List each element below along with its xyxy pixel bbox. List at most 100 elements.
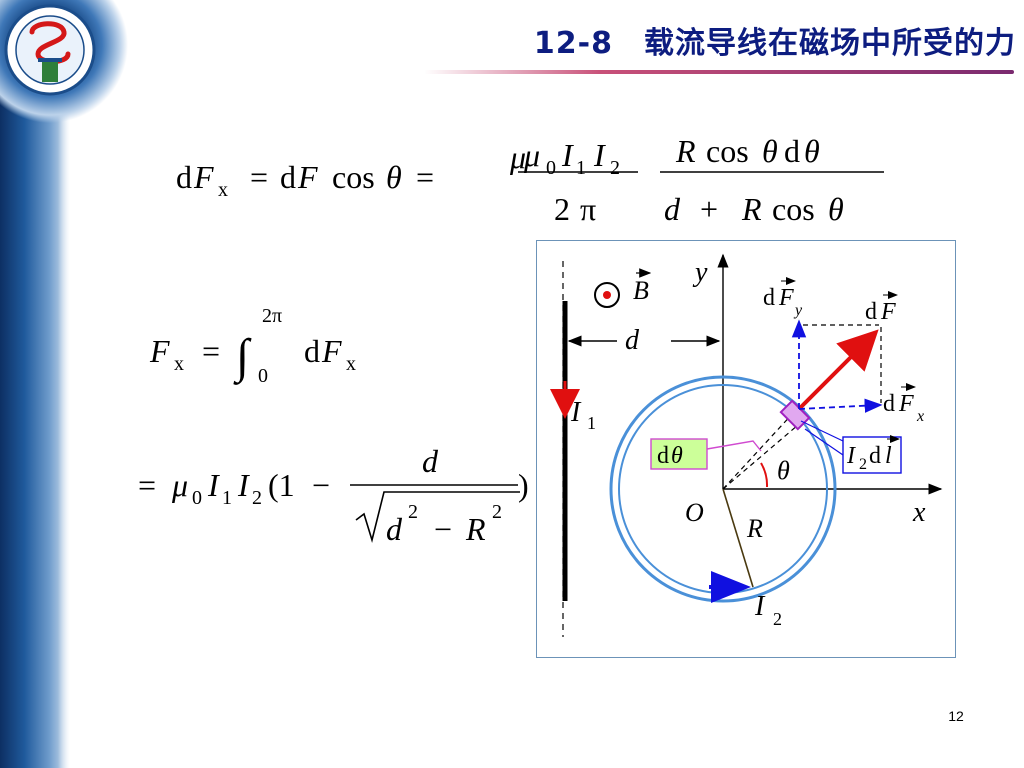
angle-ray-2 — [722, 418, 806, 490]
eq1-equals-2: = — [416, 159, 434, 195]
eq1-dF-d: d — [280, 159, 296, 195]
eq1-theta: θ — [386, 159, 402, 195]
equation-result: = μ 0 I 1 I 2 (1 − d d 2 − R 2 ) — [138, 443, 529, 547]
eq1-num-I1: I — [561, 137, 574, 173]
eq2-d: d — [304, 333, 320, 369]
eq1-den2-d: d — [664, 191, 681, 227]
dFy-F: F — [778, 285, 794, 311]
eq1-num-mu-sym: μ — [523, 137, 540, 173]
b-field-dot — [603, 291, 611, 299]
y-axis-label: y — [692, 257, 708, 288]
eq3-minus: − — [312, 467, 330, 503]
eq2-F: F — [149, 333, 170, 369]
dF-F: F — [880, 299, 896, 325]
Idl-l: l — [885, 443, 892, 469]
eq1-num2-R: R — [675, 133, 696, 169]
eq3-two: 2 — [252, 487, 262, 509]
eq3-open: (1 — [268, 467, 295, 503]
eq3-mu: μ — [171, 467, 188, 503]
slide-title: 12-8 载流导线在磁场中所受的力 — [533, 26, 1016, 61]
eq1-dF-F: F — [297, 159, 318, 195]
eq1-lhs-F: F — [193, 159, 214, 195]
I2-sub: 2 — [773, 609, 782, 629]
dFx-sub: x — [916, 408, 924, 425]
dtheta-pointer — [706, 440, 762, 452]
eq1-num2-cos: cos — [706, 133, 749, 169]
dFx-d: d — [883, 391, 895, 417]
eq1-den2-cos: cos — [772, 191, 815, 227]
eq1-num-2: 2 — [610, 157, 620, 179]
dtheta-label-box — [650, 438, 708, 470]
dF-force-arrow — [797, 329, 879, 411]
dFx-component-arrow — [798, 398, 883, 413]
eq1-den2-plus: + — [700, 191, 718, 227]
eq1-num2-theta: θ — [762, 133, 778, 169]
equation-dFx: d F x = d F cos θ = — [176, 159, 434, 201]
I2-label: I — [754, 591, 766, 622]
b-label: B — [633, 276, 649, 305]
theta-label: θ — [777, 456, 790, 485]
eq1-num-0: 0 — [546, 157, 556, 179]
eq1-num2-d: d — [784, 133, 800, 169]
eq2-integral: ∫ — [233, 330, 252, 385]
university-logo — [4, 4, 96, 96]
Idl-d: d — [869, 443, 881, 469]
eq3-zero: 0 — [192, 487, 202, 509]
dFy-d: d — [763, 285, 775, 311]
dFx-F: F — [898, 391, 914, 417]
x-axis-label: x — [912, 497, 926, 528]
eq3-num-d: d — [422, 443, 439, 479]
eq3-den-minus: − — [434, 511, 452, 547]
title-underline — [424, 70, 1014, 74]
eq1-equals-1: = — [250, 159, 268, 195]
eq1-num2-theta2: θ — [804, 133, 820, 169]
dF-d: d — [865, 299, 877, 325]
equation-Fx: F x = ∫ 2π 0 d F x — [149, 305, 356, 387]
b-field-symbol — [594, 282, 620, 308]
eq1-num-mu: μ — [509, 139, 526, 175]
eq3-I2: I — [237, 467, 250, 503]
eq3-equals: = — [138, 467, 156, 503]
page-number: 12 — [948, 708, 964, 724]
dtheta-theta: θ — [671, 443, 683, 469]
theta-arc — [760, 462, 769, 488]
Idl-pointer-1 — [800, 420, 844, 442]
eq1-den2-theta: θ — [828, 191, 844, 227]
left-gradient-band — [0, 0, 70, 768]
dFy-sub: y — [793, 302, 803, 319]
I1-label: I — [570, 397, 582, 428]
eq1-fraction-1: μ — [509, 139, 526, 175]
eq2-lower: 0 — [258, 365, 268, 387]
Idl-I: I — [846, 443, 856, 469]
eq1-lhs-sub: x — [218, 179, 228, 201]
eq1-den-pi: π — [580, 191, 596, 227]
eq3-sqrt-sign — [355, 491, 520, 543]
eq2-upper: 2π — [262, 305, 282, 327]
figure-diagram: B y x d I 1 I 2 R O θ d θ — [550, 253, 943, 637]
formula-block: d F x = d F cos θ = μ F x = ∫ 2π 0 d F x… — [138, 139, 529, 547]
eq2-sub2: x — [346, 353, 356, 375]
eq3-one: 1 — [222, 487, 232, 509]
R-label: R — [746, 514, 763, 543]
radius-line — [722, 488, 754, 588]
eq3-den-sq: 2 — [408, 501, 418, 523]
eq1-fractions: μ 0 I 1 I 2 2 π R cos θ d θ d + R cos θ — [518, 133, 884, 227]
figure-box: B y x d I 1 I 2 R O θ d θ — [536, 240, 956, 658]
d-label: d — [625, 325, 640, 356]
eq1-num-I2: I — [593, 137, 606, 173]
I1-sub: 1 — [587, 413, 596, 433]
Idl-pointer-2 — [804, 428, 844, 456]
eq2-F2: F — [321, 333, 342, 369]
eq1-lhs-d: d — [176, 159, 192, 195]
eq1-den-two: 2 — [554, 191, 570, 227]
origin-label: O — [685, 498, 704, 527]
eq3-den-sq2: 2 — [492, 501, 502, 523]
eq1-cos: cos — [332, 159, 375, 195]
eq1-den2-R: R — [741, 191, 762, 227]
eq2-sub: x — [174, 353, 184, 375]
eq3-close: ) — [518, 467, 529, 503]
Idl-sub: 2 — [859, 456, 867, 473]
dtheta-d: d — [657, 443, 669, 469]
eq1-num-1: 1 — [576, 157, 586, 179]
eq3-den-R: R — [465, 511, 486, 547]
